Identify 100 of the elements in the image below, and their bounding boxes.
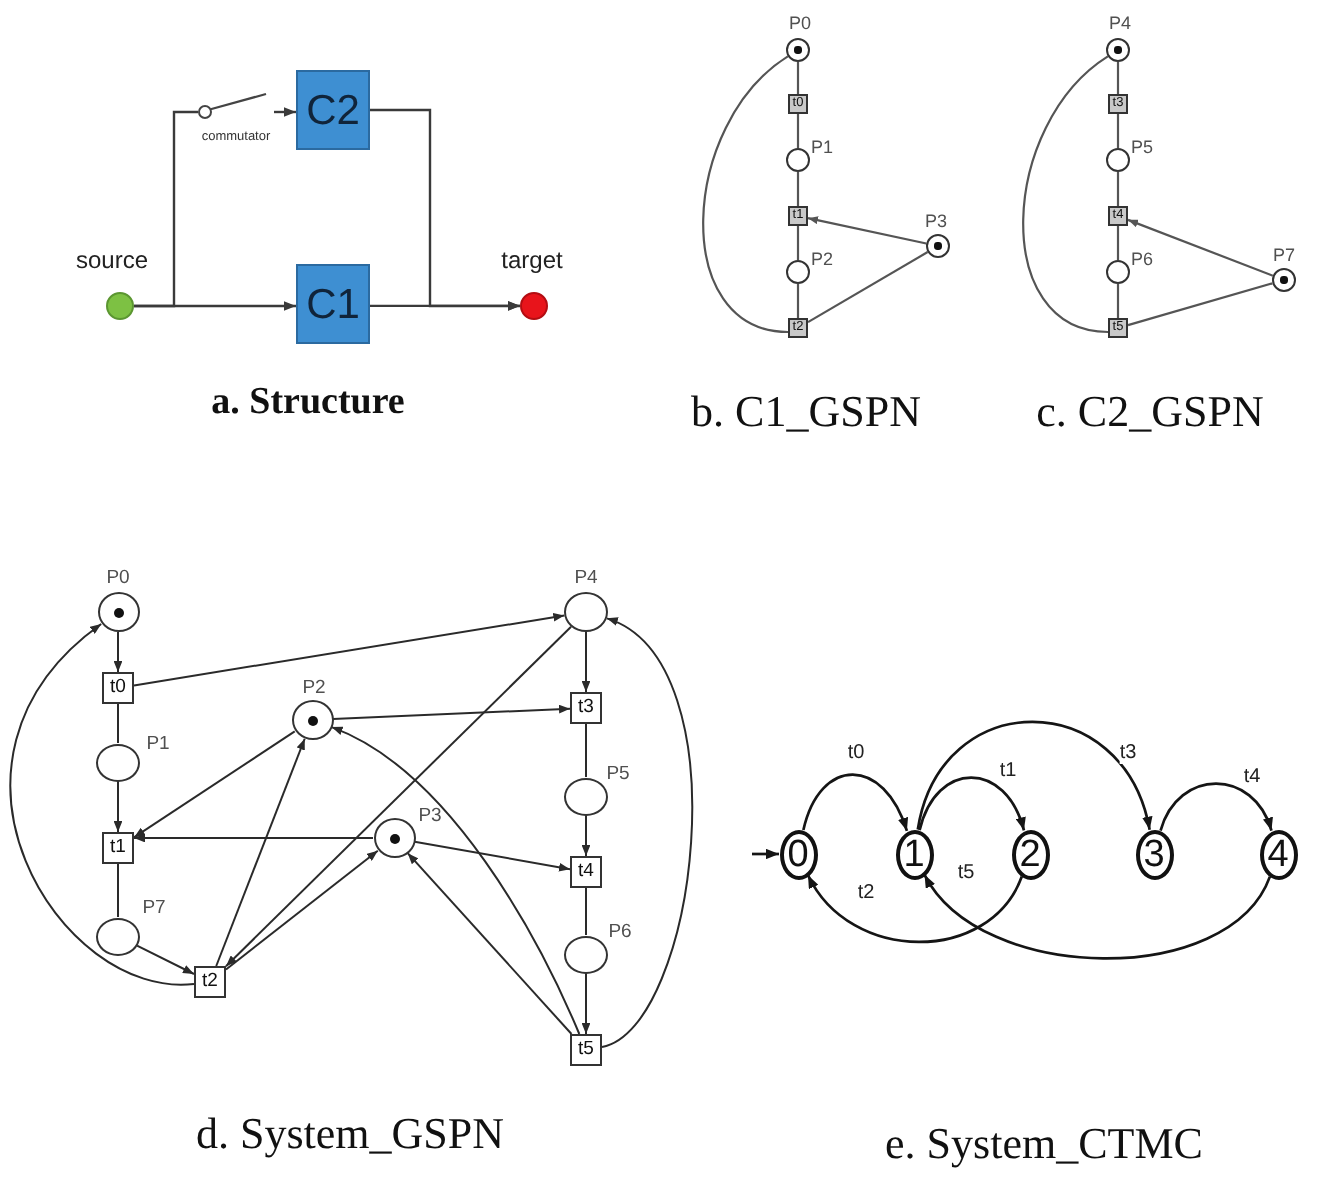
arc-line [702, 55, 789, 334]
arc-arrow [133, 730, 296, 839]
panel-caption: b. C1_GSPN [691, 390, 921, 434]
place-label: P0 [789, 15, 811, 33]
transition-box [194, 966, 226, 998]
arc-arrow [332, 704, 571, 721]
place-label: P7 [142, 898, 166, 918]
place-label: P2 [811, 251, 833, 269]
transition-label: t1 [110, 838, 126, 858]
place-label: P2 [302, 678, 326, 698]
arc-arrow [225, 625, 573, 968]
state-ellipse [1011, 829, 1049, 879]
state-ellipse [1135, 829, 1173, 879]
place-label: P6 [1131, 251, 1153, 269]
token-dot [794, 46, 802, 54]
arc-arrow [601, 617, 693, 1049]
arc-line [796, 226, 800, 260]
terminal-label: target [501, 248, 563, 272]
place-label: P1 [146, 734, 170, 754]
state-label: 2 [1019, 835, 1041, 873]
arc-line [585, 887, 587, 936]
arc-line [1116, 284, 1120, 318]
start-arrow [752, 848, 779, 860]
arc-line [796, 62, 800, 94]
arc-line [1116, 226, 1120, 260]
transition-box [570, 856, 602, 888]
state-ellipse [1259, 829, 1297, 879]
panel-caption: a. Structure [211, 383, 405, 421]
arc-line [796, 172, 800, 206]
edge-label: t5 [957, 864, 975, 884]
arc-line [796, 284, 800, 318]
place-label: P3 [925, 213, 947, 231]
transition-label: t4 [578, 862, 594, 882]
edge-label: t1 [999, 762, 1017, 782]
arc-arrow [133, 833, 374, 843]
state-label: 3 [1143, 835, 1165, 873]
token-dot [389, 833, 399, 843]
transition-label: t5 [578, 1040, 594, 1060]
component-label: C1 [306, 283, 360, 325]
connector-line [134, 110, 198, 308]
state-ellipse [895, 829, 933, 879]
connector-arrow [370, 301, 520, 311]
connector-arrow [274, 107, 296, 117]
arc-line [1127, 282, 1273, 327]
transition-box [102, 672, 134, 704]
component-box [296, 70, 370, 150]
token-dot [307, 715, 317, 725]
place-label: P7 [1273, 247, 1295, 265]
place-label: P5 [1131, 139, 1153, 157]
edge-label: t3 [1119, 744, 1137, 764]
edge-label: t2 [857, 884, 875, 904]
place-label: P3 [418, 806, 442, 826]
transition-arrow [916, 720, 1152, 831]
place-label: P1 [811, 139, 833, 157]
arc-line [1022, 55, 1109, 334]
arc-arrow [113, 631, 123, 673]
place-label: P0 [106, 568, 130, 588]
terminal-label: source [75, 248, 149, 272]
state-label: 1 [903, 835, 925, 873]
transition-label: t2 [202, 972, 218, 992]
arc-arrow [215, 737, 306, 967]
transition-arrow [1159, 782, 1273, 831]
panel-caption: c. C2_GSPN [1036, 390, 1264, 434]
arc-arrow [406, 852, 573, 1035]
arc-arrow [330, 726, 581, 1035]
token-dot [1114, 46, 1122, 54]
transition-label: t3 [578, 698, 594, 718]
transition-box [570, 692, 602, 724]
arc-line [1116, 114, 1120, 148]
arc-arrow [807, 216, 927, 245]
arc-line [585, 723, 587, 778]
panel-caption: d. System_GSPN [195, 1112, 505, 1156]
arc-arrow [413, 840, 571, 872]
token-dot [1280, 276, 1288, 284]
arc-line [796, 114, 800, 148]
arc-arrow [581, 972, 591, 1035]
arc-arrow [1127, 218, 1274, 277]
transition-box [570, 1034, 602, 1066]
state-ellipse [779, 829, 817, 879]
edge-label: t4 [1243, 768, 1261, 788]
arc-line [807, 251, 929, 324]
arc-arrow [113, 780, 123, 833]
place-label: P4 [1109, 15, 1131, 33]
state-label: 4 [1267, 835, 1289, 873]
component-box [296, 264, 370, 344]
component-label: C2 [306, 89, 360, 131]
connector-arrow [370, 108, 520, 311]
transition-arrow [802, 773, 909, 832]
transition-label: t0 [110, 678, 126, 698]
place-label: P6 [608, 922, 632, 942]
arc-line [1116, 172, 1120, 206]
arc-arrow [9, 622, 195, 985]
arc-line [1116, 62, 1120, 94]
place-label: P4 [574, 568, 598, 588]
token-dot [113, 607, 123, 617]
transition-arrow [918, 776, 1026, 831]
arc-arrow [581, 814, 591, 857]
arc-arrow [581, 631, 591, 693]
arc-arrow [225, 849, 379, 971]
edge-label: t0 [847, 744, 865, 764]
